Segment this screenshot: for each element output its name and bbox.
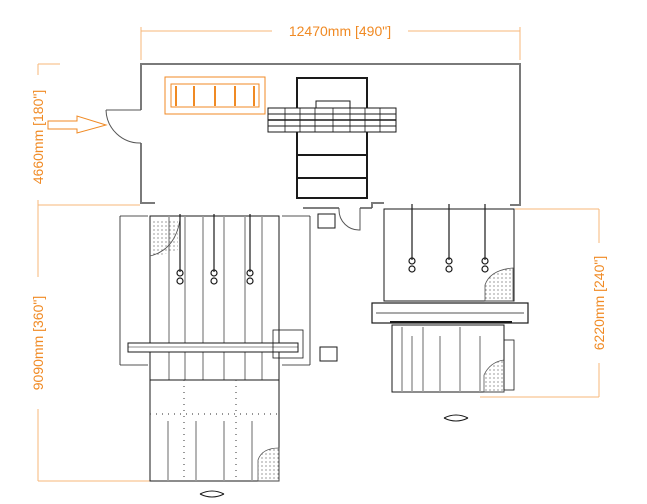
dimension-storage-depth	[37, 63, 140, 206]
storage-room-walls	[140, 63, 521, 208]
loading-rack	[164, 76, 266, 115]
entrance-arrow-icon	[47, 115, 108, 134]
dimension-label-width: 12470mm [490"]	[289, 23, 391, 39]
cutting-table-line	[119, 207, 372, 498]
entrance-door	[105, 109, 142, 144]
gantry-loader	[267, 77, 397, 199]
second-cutting-machine	[371, 204, 529, 422]
dimension-label-storage-depth: 4660mm [180"]	[30, 90, 46, 184]
dimension-label-machine-depth: 6220mm [240"]	[591, 256, 607, 350]
dimension-label-cutting-depth: 9090mm [360"]	[30, 296, 46, 390]
